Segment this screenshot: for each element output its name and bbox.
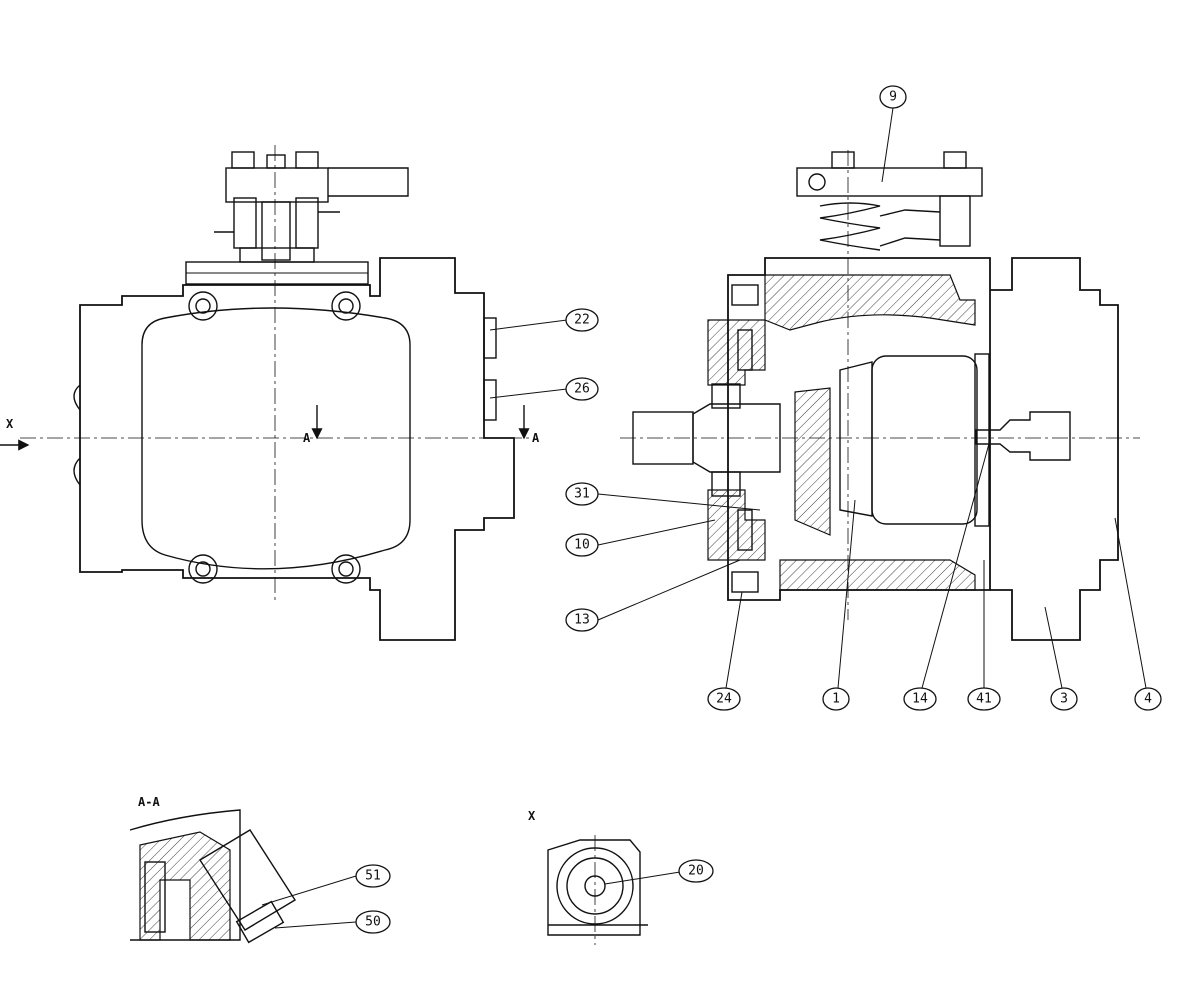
svg-text:22: 22: [574, 313, 590, 328]
svg-text:13: 13: [574, 613, 590, 628]
svg-text:50: 50: [365, 915, 381, 930]
balloon-13: 13: [565, 559, 741, 632]
svg-text:20: 20: [688, 864, 704, 879]
balloon-50: 50: [274, 910, 391, 934]
section-a-a: A-A: [129, 795, 296, 944]
svg-text:9: 9: [889, 90, 897, 105]
balloon-22: 22: [489, 308, 599, 332]
svg-text:41: 41: [976, 692, 992, 707]
svg-text:1: 1: [832, 692, 840, 707]
balloon-4: 4: [1114, 517, 1162, 711]
svg-text:31: 31: [574, 487, 590, 502]
balloon-3: 3: [1044, 606, 1078, 711]
svg-text:51: 51: [365, 869, 381, 884]
balloon-10: 10: [565, 519, 716, 557]
svg-text:3: 3: [1060, 692, 1068, 707]
balloon-20: 20: [604, 859, 714, 885]
view-arrow-label: X: [6, 417, 14, 431]
section-mark-right: A: [532, 431, 540, 445]
balloon-51: 51: [261, 864, 391, 906]
svg-text:14: 14: [912, 692, 928, 707]
balloon-24: 24: [707, 591, 743, 711]
balloon-1: 1: [822, 499, 856, 711]
svg-text:10: 10: [574, 538, 590, 553]
regulator-right: [796, 151, 983, 251]
view-x-label: X: [528, 809, 536, 823]
section-mark-left: A: [303, 431, 311, 445]
balloon-26: 26: [489, 377, 599, 401]
balloon-9: 9: [879, 85, 907, 183]
right-view-section: [620, 150, 1140, 641]
svg-text:24: 24: [716, 692, 732, 707]
view-x: X: [528, 809, 648, 945]
left-view: A A X: [0, 145, 540, 641]
balloon-31: 31: [565, 482, 761, 511]
svg-text:26: 26: [574, 382, 590, 397]
balloon-41: 41: [967, 560, 1001, 711]
svg-text:4: 4: [1144, 692, 1152, 707]
section-label: A-A: [138, 795, 160, 809]
balloon-14: 14: [903, 439, 991, 711]
regulator-left: [214, 151, 409, 263]
